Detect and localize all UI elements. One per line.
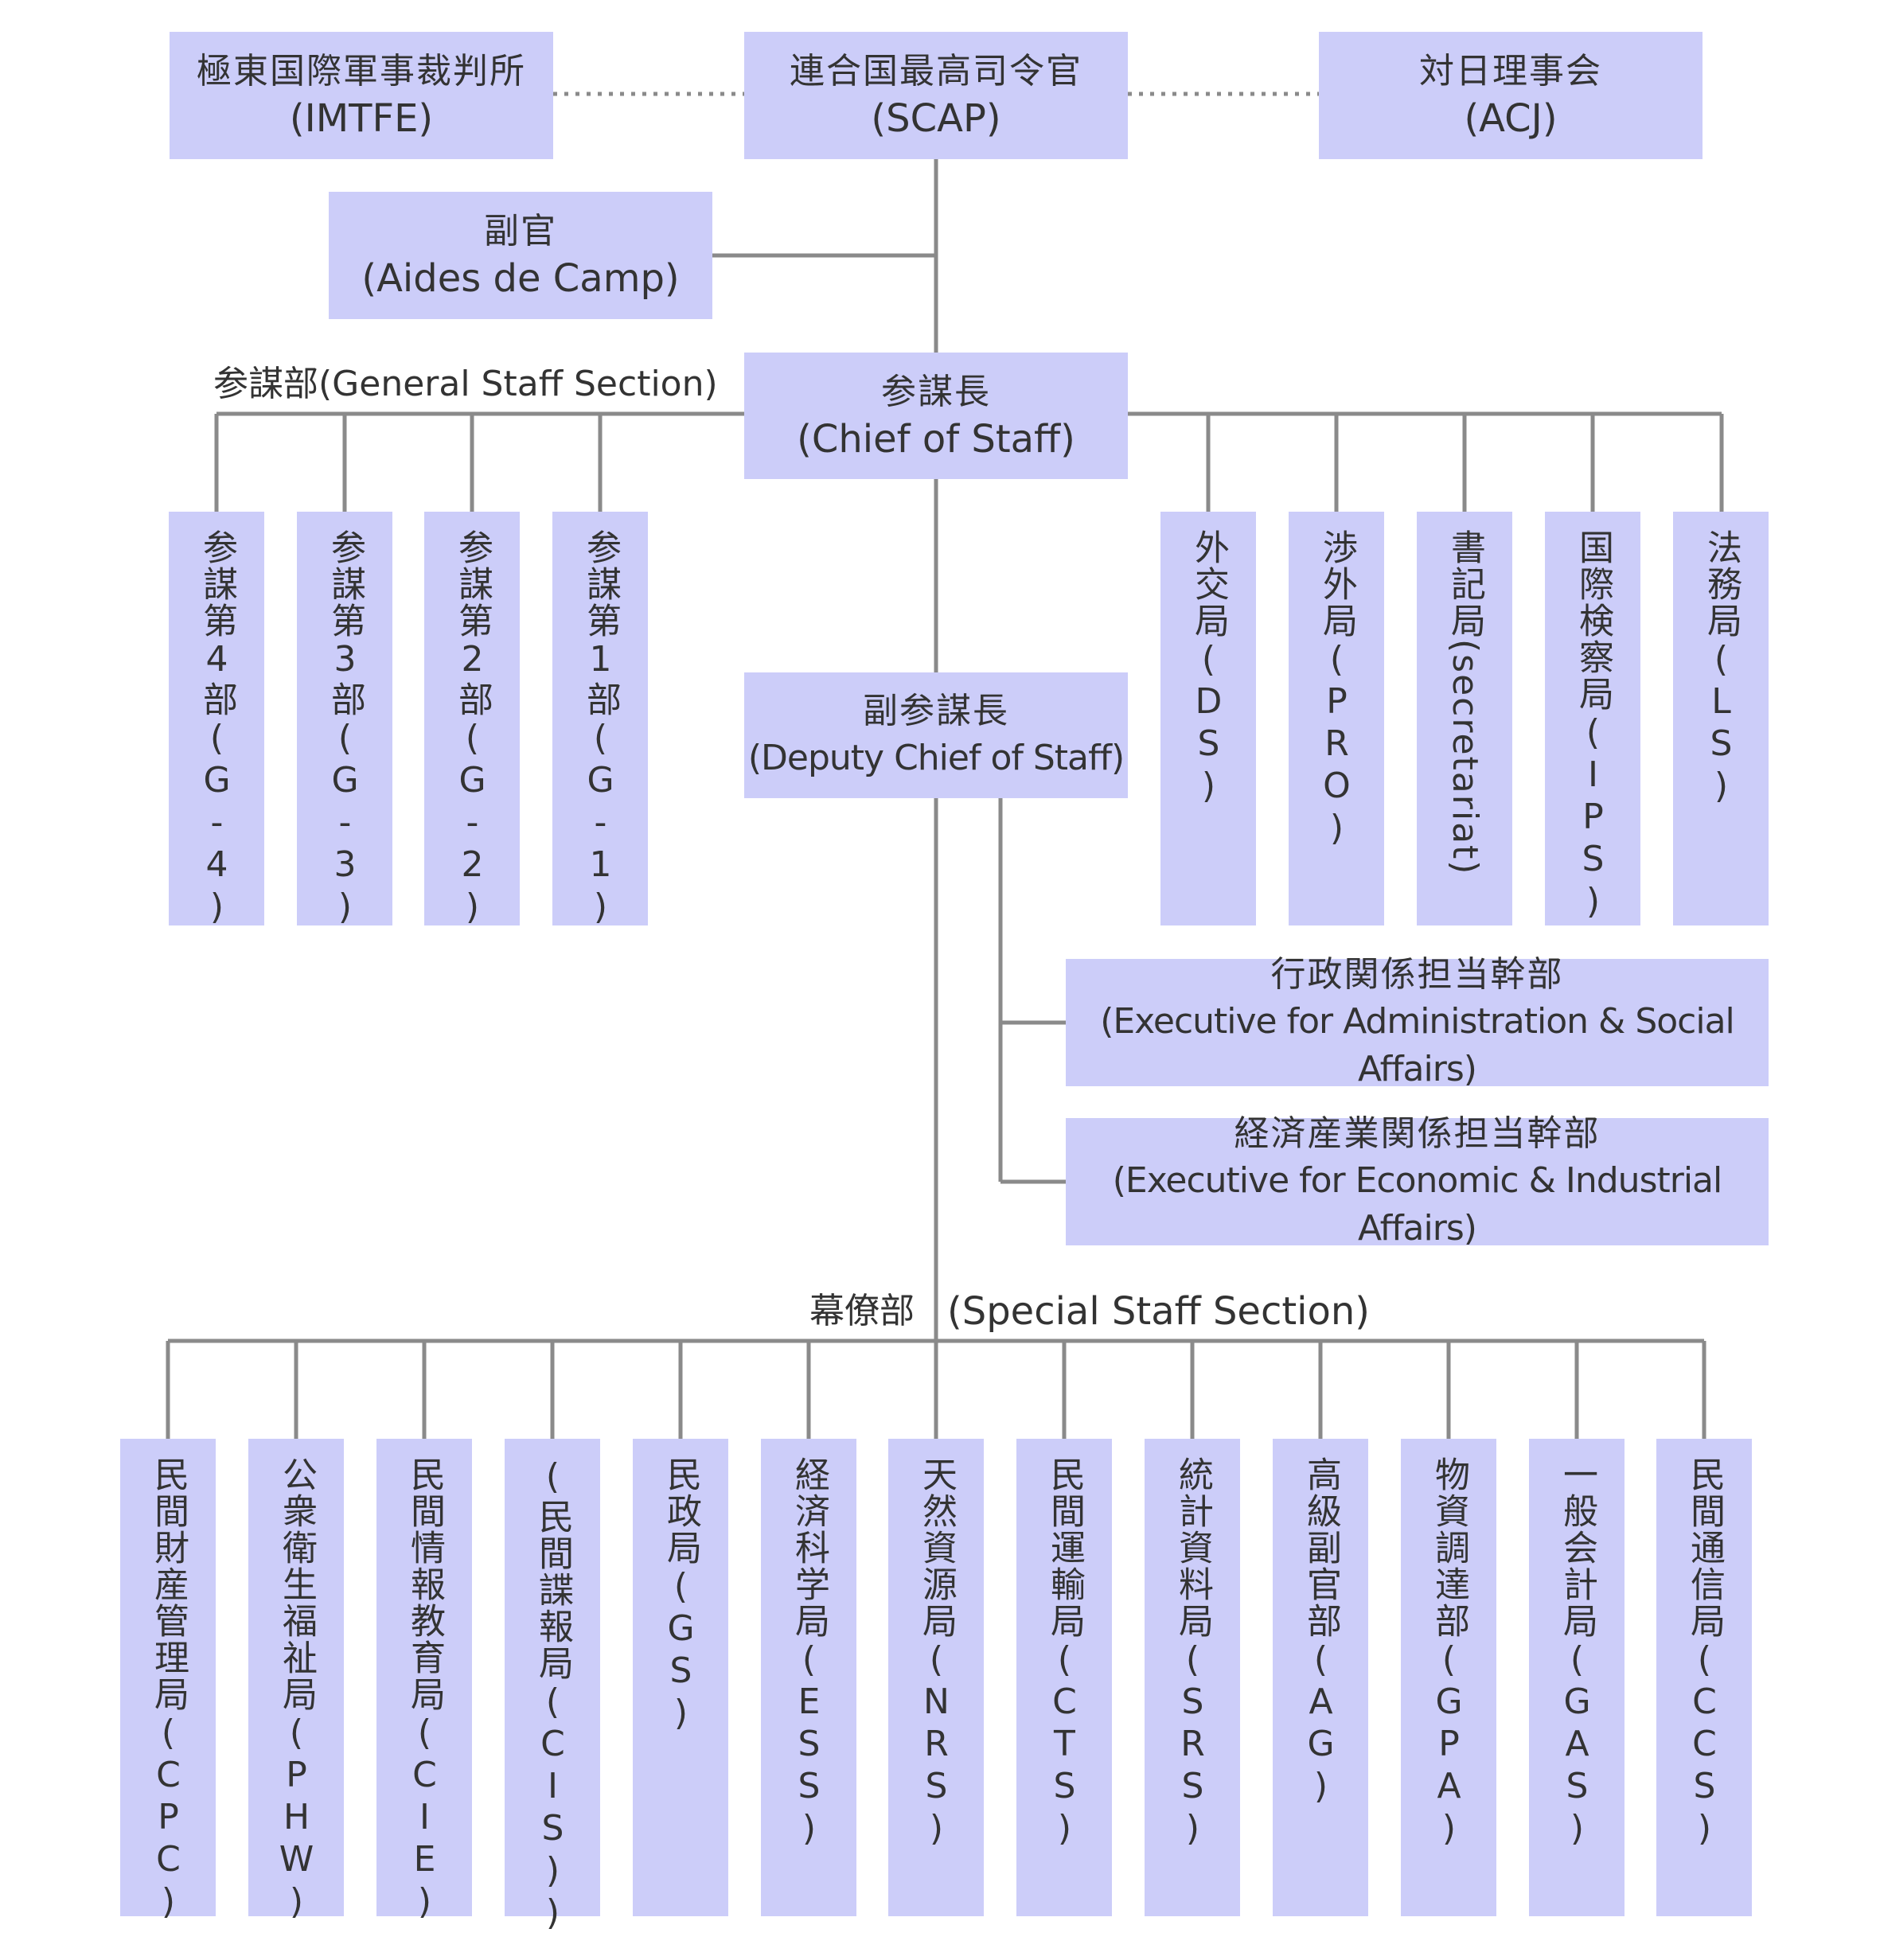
ips-text: 国際検察局(IPS) bbox=[1573, 529, 1613, 923]
cts-box: 民間運輸局(CTS) bbox=[1016, 1439, 1112, 1916]
aides-box: 副官 (Aides de Camp) bbox=[329, 192, 712, 319]
exec-economic-jp: 経済産業関係担当幹部 bbox=[1234, 1113, 1601, 1154]
acj-jp: 対日理事会 bbox=[1419, 51, 1602, 92]
phw-text: 公衆衛生福祉局(PHW) bbox=[276, 1456, 317, 1923]
gpa-text: 物資調達部(GPA) bbox=[1429, 1456, 1469, 1850]
gas-box: 一般会計局(GAS) bbox=[1529, 1439, 1625, 1916]
cpc-text: 民間財産管理局(CPC) bbox=[148, 1456, 189, 1923]
srs-box: 統計資料局(SRS) bbox=[1145, 1439, 1240, 1916]
exec-admin-box: 行政関係担当幹部 (Executive for Administration &… bbox=[1066, 954, 1769, 1089]
special-staff-label-en: (Special Staff Section) bbox=[947, 1289, 1371, 1334]
gpa-box: 物資調達部(GPA) bbox=[1401, 1439, 1496, 1916]
cpc-box: 民間財産管理局(CPC) bbox=[120, 1439, 216, 1923]
ess-box: 経済科学局(ESS) bbox=[761, 1439, 856, 1916]
srs-text: 統計資料局(SRS) bbox=[1172, 1456, 1213, 1850]
g2-box: 参謀第2部(G-2) bbox=[424, 512, 520, 929]
imtfe-box: 極東国際軍事裁判所 (IMTFE) bbox=[170, 32, 553, 159]
chief-jp: 参謀長 bbox=[881, 371, 991, 412]
imtfe-jp: 極東国際軍事裁判所 bbox=[197, 51, 526, 92]
g4-box: 参謀第4部(G-4) bbox=[169, 512, 264, 929]
ag-text: 高級副官部(AG) bbox=[1301, 1456, 1341, 1808]
deputy-chief-box: 副参謀長 (Deputy Chief of Staff) bbox=[744, 672, 1128, 798]
phw-box: 公衆衛生福祉局(PHW) bbox=[248, 1439, 344, 1923]
nrs-box: 天然資源局(NRS) bbox=[888, 1439, 984, 1916]
g3-box: 参謀第3部(G-3) bbox=[297, 512, 392, 929]
aides-jp: 副官 bbox=[484, 211, 557, 251]
pro-box: 渉外局(PRO) bbox=[1289, 512, 1384, 925]
cts-text: 民間運輸局(CTS) bbox=[1044, 1456, 1085, 1850]
ag-box: 高級副官部(AG) bbox=[1273, 1439, 1368, 1916]
scap-box: 連合国最高司令官 (SCAP) bbox=[744, 32, 1128, 159]
gs-text: 民政局(GS) bbox=[661, 1456, 701, 1735]
pro-text: 渉外局(PRO) bbox=[1316, 529, 1357, 850]
ips-box: 国際検察局(IPS) bbox=[1545, 512, 1640, 925]
exec-economic-box: 経済産業関係担当幹部 (Executive for Economic & Ind… bbox=[1066, 1113, 1769, 1249]
g1-box: 参謀第1部(G-1) bbox=[552, 512, 648, 929]
exec-economic-en: (Executive for Economic & Industrial Aff… bbox=[1112, 1160, 1723, 1249]
exec-admin-jp: 行政関係担当幹部 bbox=[1270, 954, 1564, 995]
secretariat-box: 書記局(secretariat) bbox=[1417, 512, 1512, 925]
aides-en: (Aides de Camp) bbox=[361, 256, 680, 301]
imtfe-en: (IMTFE) bbox=[289, 96, 434, 141]
gas-text: 一般会計局(GAS) bbox=[1557, 1456, 1597, 1850]
cis-box: (民間諜報局(CIS)) bbox=[505, 1439, 600, 1935]
g4-text: 参謀第4部(G-4) bbox=[197, 529, 237, 929]
ls-text: 法務局(LS) bbox=[1701, 529, 1742, 808]
acj-en: (ACJ) bbox=[1464, 96, 1558, 141]
scap-jp: 連合国最高司令官 bbox=[790, 51, 1082, 92]
ls-box: 法務局(LS) bbox=[1673, 512, 1769, 925]
general-staff-label: 参謀部(General Staff Section) bbox=[213, 364, 718, 404]
deputy-en: (Deputy Chief of Staff) bbox=[747, 738, 1125, 778]
special-staff-label-jp: 幕僚部 bbox=[809, 1291, 915, 1331]
cis-text: (民間諜報局(CIS)) bbox=[532, 1456, 573, 1935]
cie-text: 民間情報教育局(CIE) bbox=[404, 1456, 445, 1923]
deputy-jp: 副参謀長 bbox=[863, 691, 1009, 731]
cie-box: 民間情報教育局(CIE) bbox=[376, 1439, 472, 1923]
nrs-text: 天然資源局(NRS) bbox=[916, 1456, 957, 1850]
scap-en: (SCAP) bbox=[871, 96, 1001, 141]
gs-box: 民政局(GS) bbox=[633, 1439, 728, 1916]
g2-text: 参謀第2部(G-2) bbox=[452, 529, 493, 929]
secretariat-text: 書記局(secretariat) bbox=[1445, 529, 1485, 876]
chief-of-staff-box: 参謀長 (Chief of Staff) bbox=[744, 353, 1128, 479]
g3-text: 参謀第3部(G-3) bbox=[325, 529, 365, 929]
ds-text: 外交局(DS) bbox=[1188, 529, 1229, 808]
ds-box: 外交局(DS) bbox=[1160, 512, 1256, 925]
acj-box: 対日理事会 (ACJ) bbox=[1319, 32, 1703, 159]
chief-en: (Chief of Staff) bbox=[797, 416, 1075, 462]
ccs-text: 民間通信局(CCS) bbox=[1684, 1456, 1725, 1850]
ccs-box: 民間通信局(CCS) bbox=[1656, 1439, 1752, 1916]
ess-text: 経済科学局(ESS) bbox=[789, 1456, 829, 1850]
g1-text: 参謀第1部(G-1) bbox=[580, 529, 621, 929]
exec-admin-en: (Executive for Administration & Social A… bbox=[1100, 1001, 1735, 1089]
